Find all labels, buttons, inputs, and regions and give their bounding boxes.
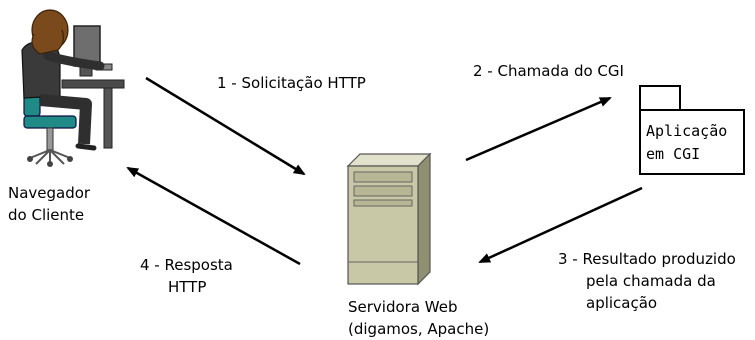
client-label-line1: Navegador bbox=[8, 184, 91, 202]
arrow-result bbox=[478, 186, 643, 264]
step2-label: 2 - Chamada do CGI bbox=[473, 62, 624, 80]
app-label-line1: Aplicação bbox=[646, 122, 728, 140]
step1-label: 1 - Solicitação HTTP bbox=[217, 74, 366, 92]
server-label-line1: Servidora Web bbox=[348, 298, 458, 316]
client-label-line2: do Cliente bbox=[8, 206, 85, 224]
cgi-application-box bbox=[639, 85, 745, 175]
step4-label-line1: 4 - Resposta bbox=[140, 256, 233, 274]
app-label-line2: em CGI bbox=[646, 145, 701, 163]
user-at-computer-icon bbox=[21, 9, 125, 167]
step3-label-line2: pela chamada da bbox=[586, 272, 716, 290]
server-label-line2: (digamos, Apache) bbox=[348, 320, 490, 338]
step4-label-line2: HTTP bbox=[168, 278, 207, 296]
step3-label-line3: aplicação bbox=[586, 294, 658, 312]
web-server-icon bbox=[346, 152, 432, 286]
arrow-cgi-call bbox=[465, 96, 612, 162]
arrow-response bbox=[126, 166, 301, 266]
step3-label-line1: 3 - Resultado produzido bbox=[558, 250, 736, 268]
arrow-request bbox=[145, 76, 306, 176]
